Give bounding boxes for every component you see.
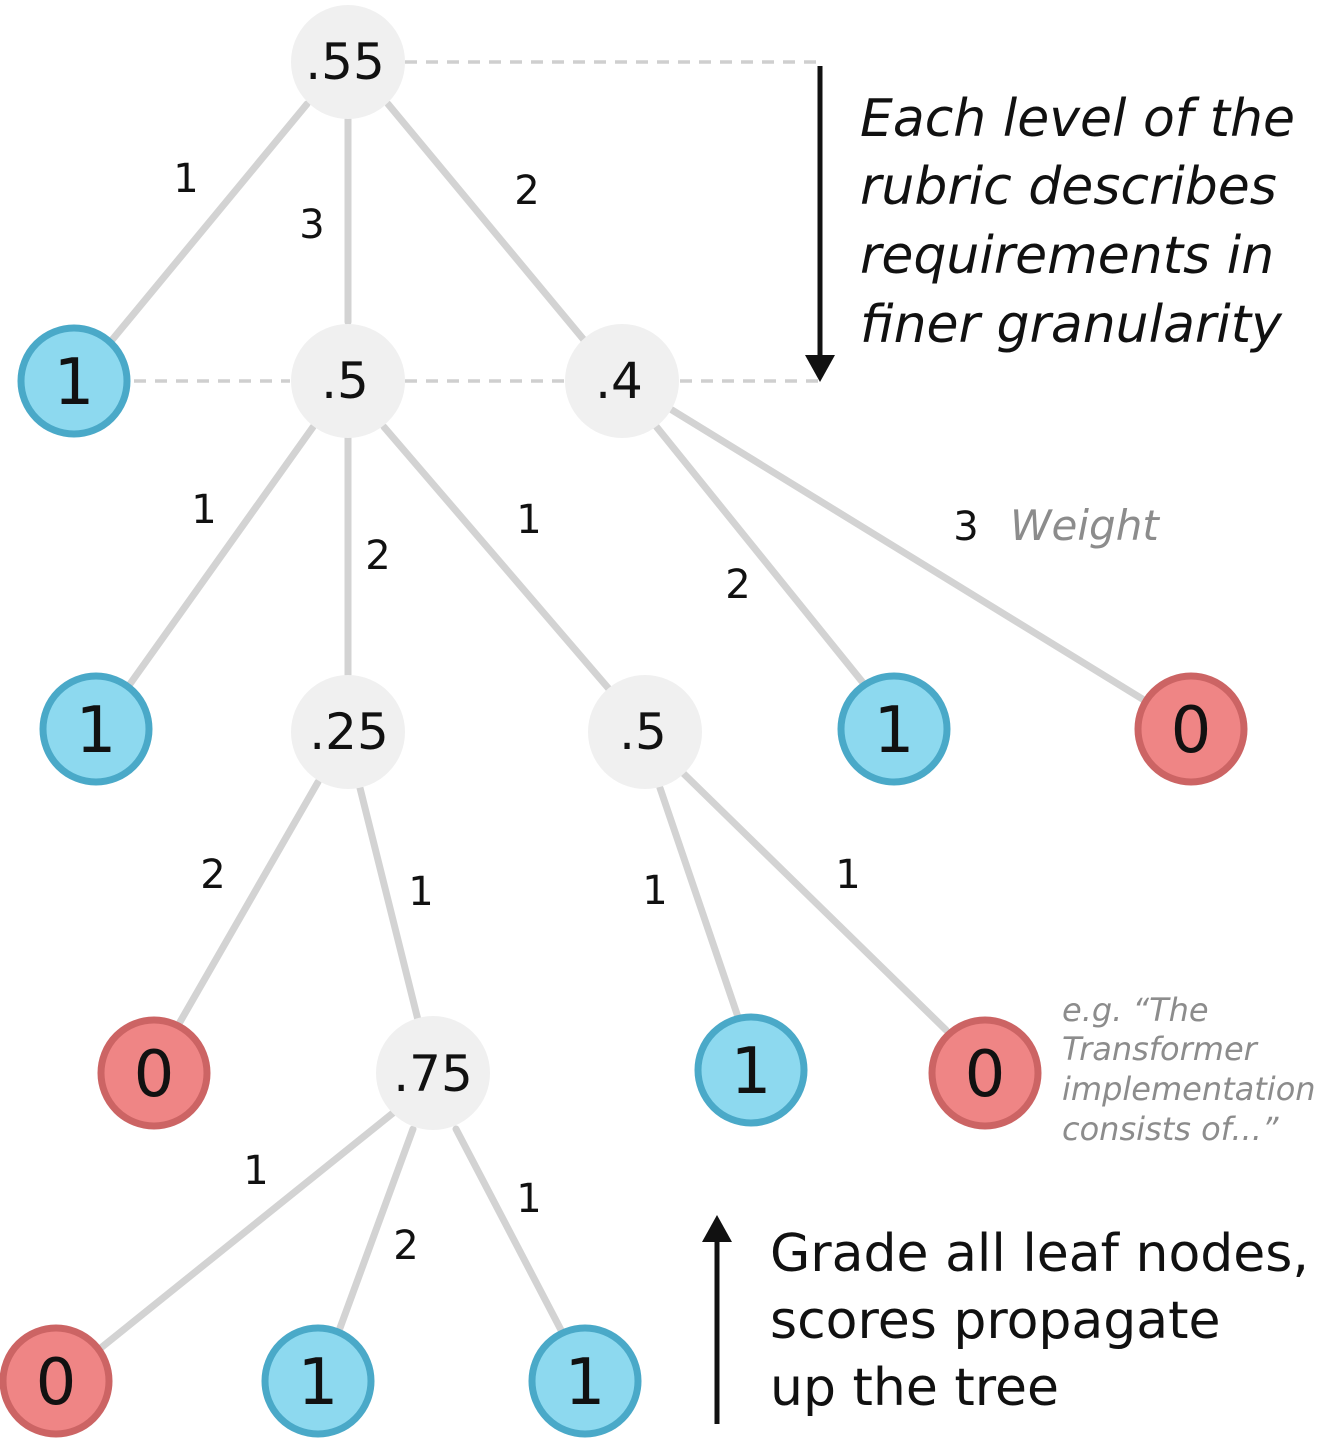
- bottom-annotation-line: up the tree: [770, 1358, 1059, 1418]
- example-line: consists of...”: [1062, 1110, 1279, 1148]
- node-root: .55: [291, 5, 405, 119]
- edge-root-l1-right: [384, 100, 588, 344]
- weight-label: 3: [299, 202, 324, 248]
- leaf-score: 0: [134, 1038, 175, 1112]
- example-line: e.g. “The: [1062, 991, 1209, 1029]
- node-score: .5: [619, 703, 667, 761]
- leaf-score: 0: [965, 1038, 1006, 1112]
- edge-mid-l2-mid2: [380, 423, 613, 693]
- top-annotation-line: requirements in: [860, 226, 1274, 286]
- edge-l3mid-pass2: [452, 1125, 565, 1334]
- leaf-pass: 1: [261, 1324, 375, 1438]
- weight-label: 2: [393, 1223, 418, 1269]
- edge-l2mid-fail: [176, 778, 322, 1026]
- node-score: .25: [309, 703, 389, 761]
- node-l2-mid: .25: [291, 675, 405, 789]
- edge-right-pass: [651, 421, 868, 688]
- leaf-pass: 1: [39, 672, 153, 786]
- leaf-score: 1: [76, 694, 117, 768]
- node-score: .4: [595, 352, 643, 410]
- leaf-score: 0: [36, 1346, 77, 1420]
- leaf-score: 1: [565, 1346, 606, 1420]
- bottom-annotation: Grade all leaf nodes, scores propagate u…: [770, 1224, 1313, 1418]
- leaf-pass: 1: [837, 672, 951, 786]
- node-l3-mid: .75: [376, 1016, 490, 1130]
- leaf-score: 1: [298, 1346, 339, 1420]
- top-annotation: Each level of the rubric describes requi…: [860, 89, 1299, 355]
- top-annotation-line: finer granularity: [860, 295, 1283, 355]
- weight-label: 3: [953, 504, 978, 550]
- weight-label: 2: [200, 852, 225, 898]
- edge-l2mid2-pass: [656, 784, 742, 1021]
- weight-label: 1: [173, 156, 198, 202]
- leaf-fail: 0: [1134, 672, 1248, 786]
- edge-root-l1-leaf: [108, 100, 311, 344]
- node-l2-mid2: .5: [588, 675, 702, 789]
- node-l1-right: .4: [565, 324, 679, 438]
- weight-label: 2: [365, 533, 390, 579]
- node-score: .5: [321, 352, 369, 410]
- weight-label: 1: [243, 1148, 268, 1194]
- weight-label: 1: [516, 1176, 541, 1222]
- weight-label: 1: [191, 487, 216, 533]
- edge-l2mid-l3mid: [356, 784, 422, 1024]
- weight-label: 2: [725, 562, 750, 608]
- node-root-score: .55: [305, 33, 385, 91]
- edge-mid-leaf-left: [126, 423, 317, 688]
- node-score: .75: [393, 1045, 473, 1103]
- edge-l2mid2-fail: [679, 769, 950, 1034]
- weight-label: 1: [516, 497, 541, 543]
- edge-l3mid-fail: [98, 1109, 397, 1351]
- leaf-pass: 1: [528, 1324, 642, 1438]
- example-line: implementation: [1062, 1070, 1316, 1108]
- bottom-annotation-line: Grade all leaf nodes,: [770, 1224, 1309, 1284]
- leaf-score: 1: [54, 346, 95, 420]
- weight-label: 2: [514, 168, 539, 214]
- weight-label: 1: [835, 852, 860, 898]
- leaf-score: 0: [1171, 694, 1212, 768]
- down-arrow-head: [805, 355, 835, 382]
- node-l1-mid: .5: [291, 324, 405, 438]
- leaf-pass: 1: [17, 324, 131, 438]
- weight-legend-label: Weight: [1010, 501, 1160, 550]
- edge-l3mid-pass1: [336, 1125, 417, 1332]
- leaf-fail: 0: [0, 1324, 113, 1438]
- leaf-score: 1: [731, 1035, 772, 1109]
- leaf-fail: 0: [97, 1016, 211, 1130]
- leaf-pass: 1: [694, 1013, 808, 1127]
- weight-label: 1: [408, 869, 433, 915]
- up-arrow-head: [702, 1215, 732, 1242]
- leaf-score: 1: [874, 694, 915, 768]
- top-annotation-line: rubric describes: [860, 157, 1277, 217]
- weight-label: 1: [642, 868, 667, 914]
- example-annotation: e.g. “The Transformer implementation con…: [1062, 991, 1320, 1148]
- bottom-annotation-line: scores propagate: [770, 1291, 1221, 1351]
- leaf-fail: 0: [928, 1016, 1042, 1130]
- example-line: Transformer: [1062, 1030, 1259, 1068]
- top-annotation-line: Each level of the: [860, 89, 1295, 149]
- edge-right-fail: [668, 406, 1148, 704]
